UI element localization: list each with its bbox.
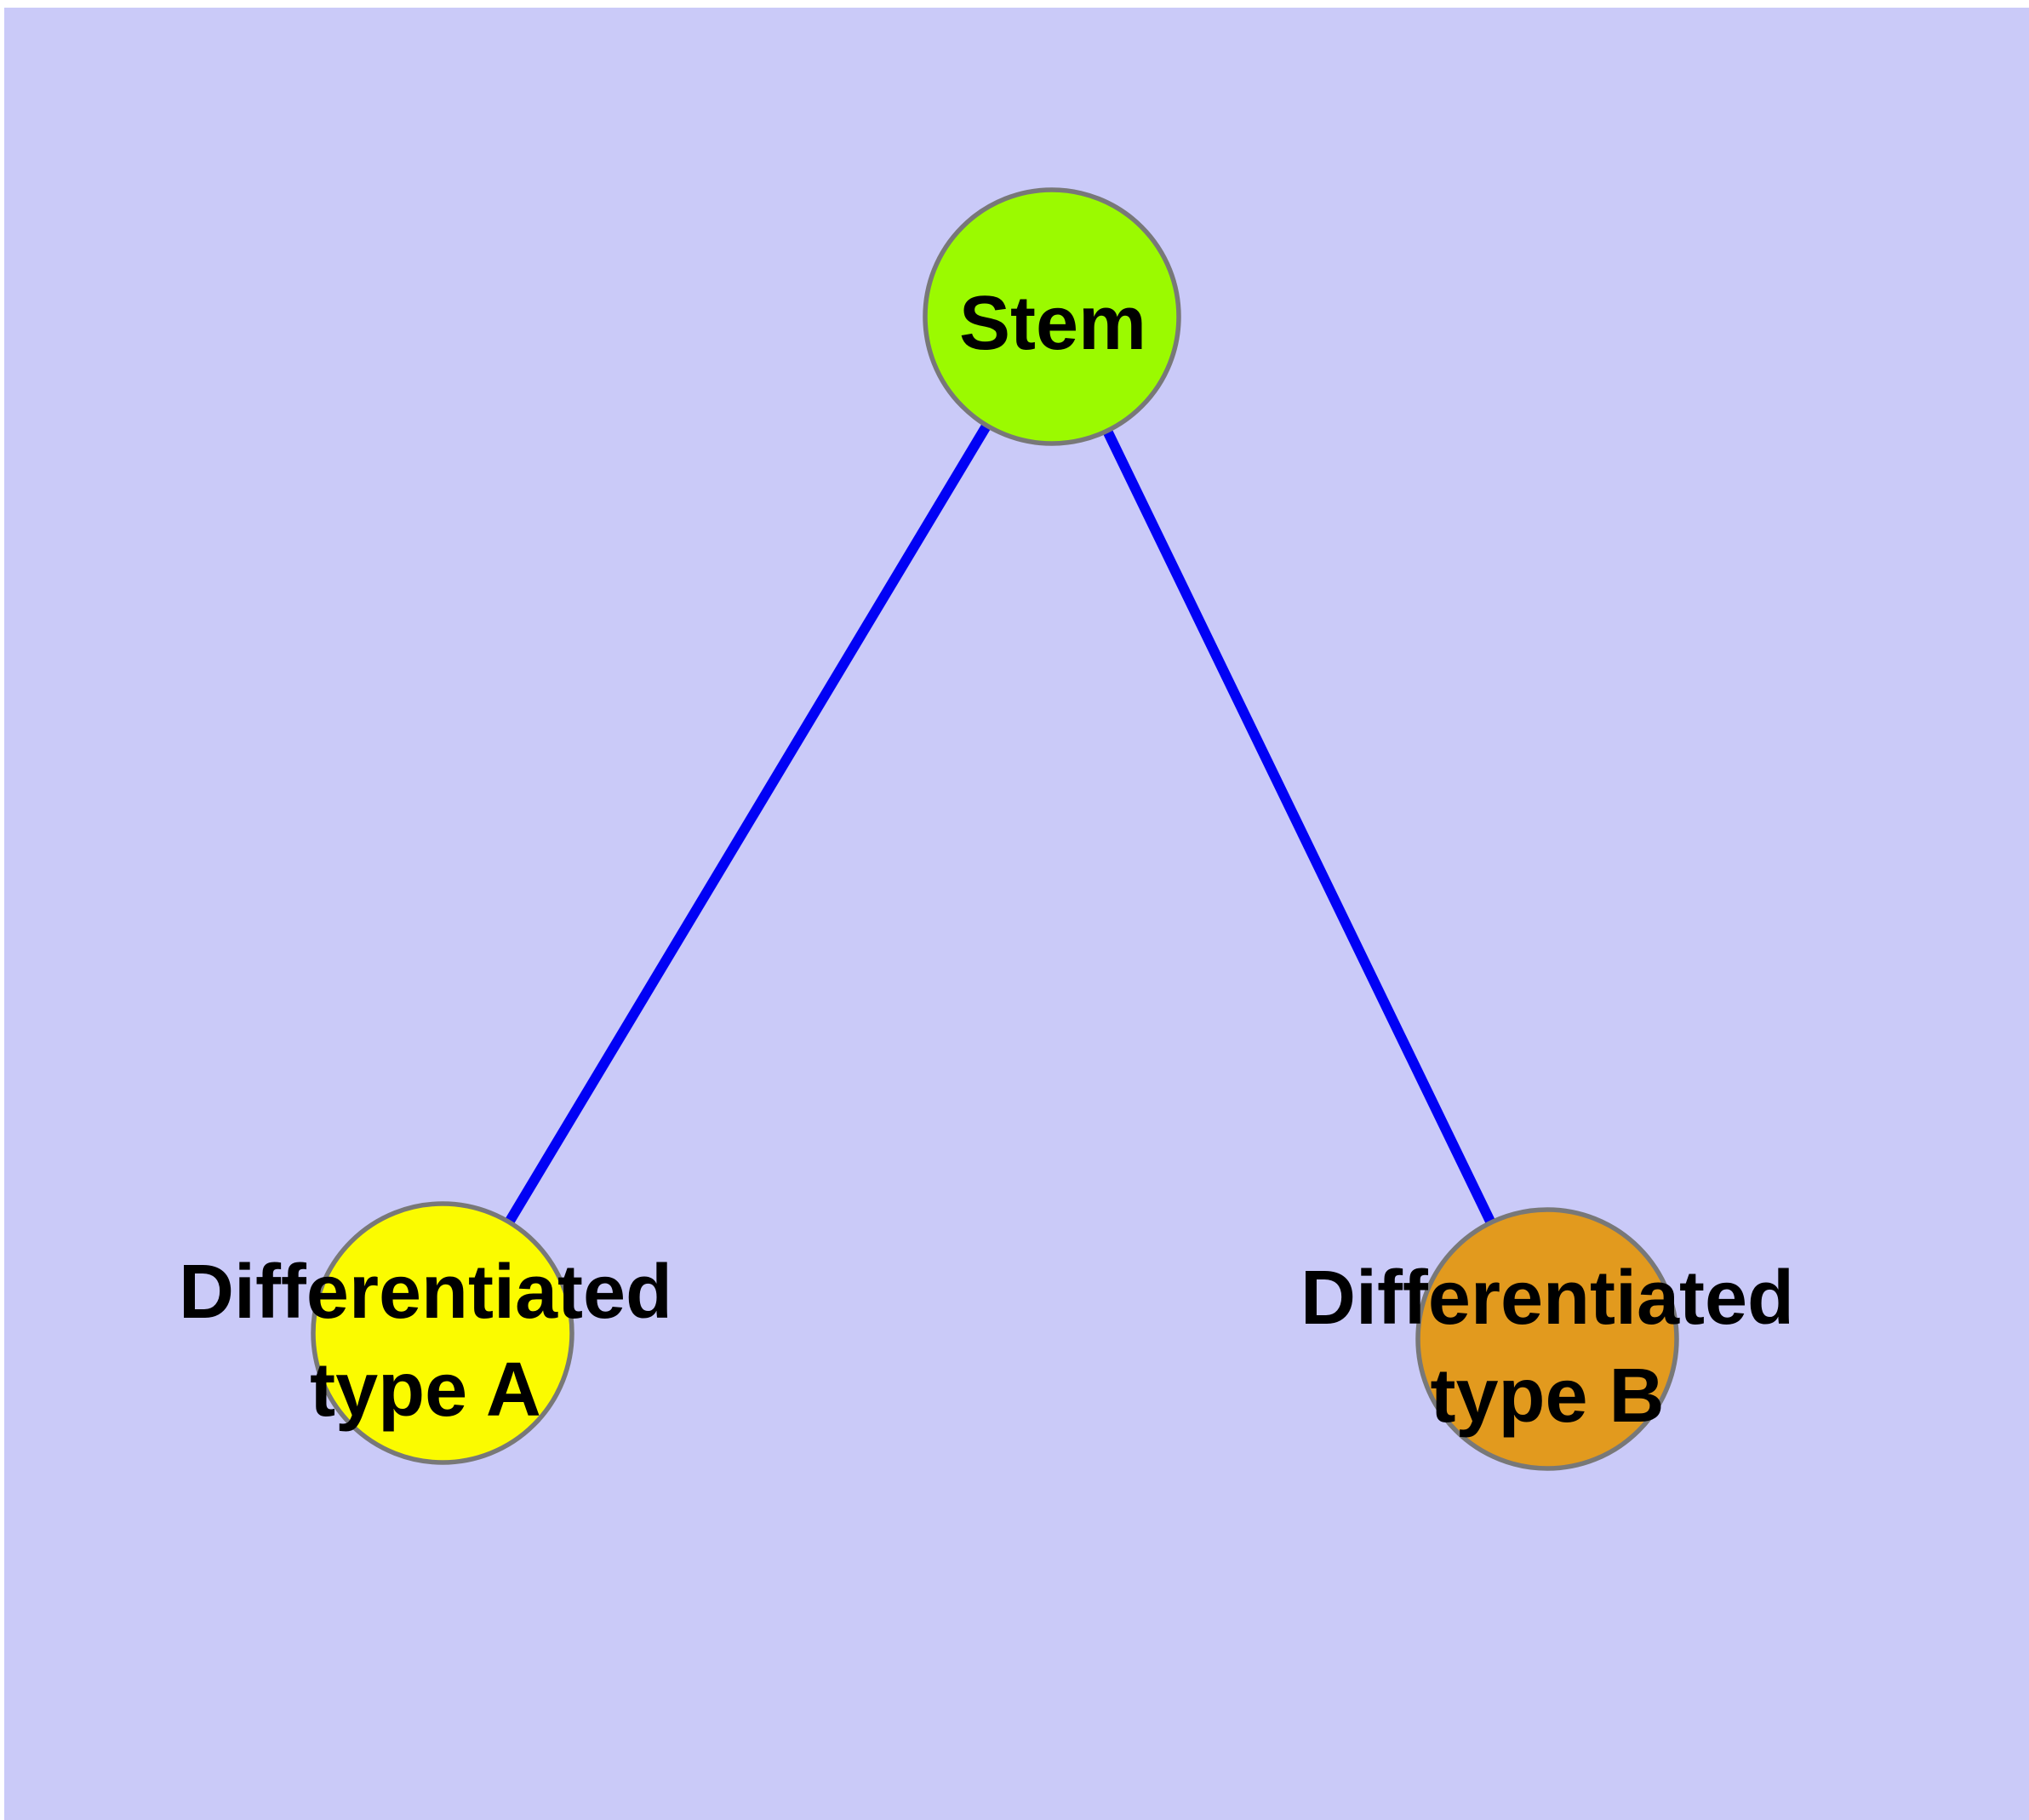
edge-stem-to-type-b xyxy=(1047,314,1552,1342)
node-type-a-label-line2: type A xyxy=(310,1348,541,1433)
node-type-a-circle xyxy=(311,1201,574,1465)
node-type-b-label-line1: Differentiated xyxy=(1300,1256,1794,1341)
node-type-b-circle xyxy=(1415,1207,1679,1471)
edge-stem-to-type-a xyxy=(437,313,1057,1336)
node-type-a-label-line1: Differentiated xyxy=(179,1250,672,1335)
node-stem-label: Stem xyxy=(959,281,1146,366)
node-type-b-label-line2: type B xyxy=(1430,1354,1664,1439)
node-stem-circle xyxy=(923,187,1181,446)
